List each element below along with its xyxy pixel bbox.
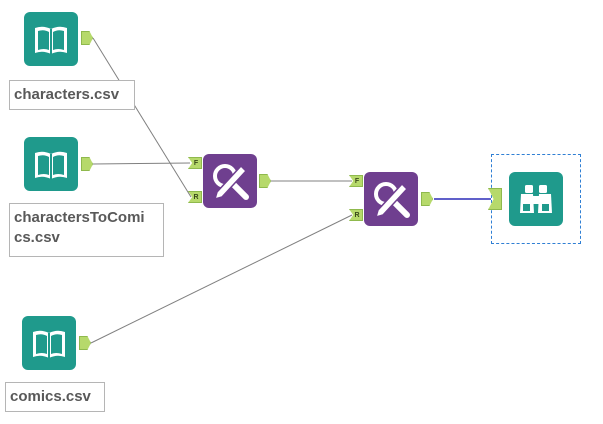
browse-tool[interactable] bbox=[509, 172, 563, 226]
anchor-r-label: R bbox=[193, 194, 199, 201]
book-icon bbox=[35, 151, 67, 179]
book-icon bbox=[33, 330, 65, 358]
input-tool-characters[interactable] bbox=[24, 12, 78, 66]
input-anchor-f[interactable]: F bbox=[349, 175, 363, 187]
output-anchor[interactable] bbox=[421, 192, 433, 206]
label-text-line2: cs.csv bbox=[14, 229, 60, 246]
book-icon bbox=[35, 26, 67, 54]
output-anchor[interactable] bbox=[79, 336, 91, 350]
label-text: characters.csv bbox=[14, 86, 120, 103]
tool-label-characters: characters.csv bbox=[9, 80, 135, 110]
label-text-line1: charactersToComi bbox=[14, 209, 145, 226]
input-anchor-r[interactable]: R bbox=[349, 209, 363, 221]
tool-label-characters-to-comics: charactersToComi cs.csv bbox=[9, 203, 164, 257]
find-replace-icon bbox=[213, 164, 249, 201]
input-tool-comics[interactable] bbox=[22, 316, 76, 370]
anchor-r-label: R bbox=[354, 212, 360, 219]
find-replace-tool-1[interactable] bbox=[203, 154, 257, 208]
selection-box bbox=[491, 154, 581, 244]
anchor-f-label: F bbox=[193, 160, 199, 167]
label-text: comics.csv bbox=[10, 388, 91, 405]
wire-comics-to-join2-r[interactable] bbox=[90, 214, 353, 344]
wire-characters-to-join1-r[interactable] bbox=[92, 37, 192, 198]
find-replace-tool-2[interactable] bbox=[364, 172, 418, 226]
output-anchor[interactable] bbox=[259, 174, 271, 188]
find-replace-icon bbox=[374, 182, 410, 219]
binoculars-icon bbox=[520, 185, 552, 213]
tool-label-comics: comics.csv bbox=[5, 382, 105, 412]
input-tool-characters-to-comics[interactable] bbox=[24, 137, 78, 191]
output-anchor[interactable] bbox=[81, 31, 93, 45]
output-anchor[interactable] bbox=[81, 157, 93, 171]
anchor-f-label: F bbox=[354, 178, 360, 185]
wire-characterstocomics-to-join1-f[interactable] bbox=[92, 162, 191, 165]
